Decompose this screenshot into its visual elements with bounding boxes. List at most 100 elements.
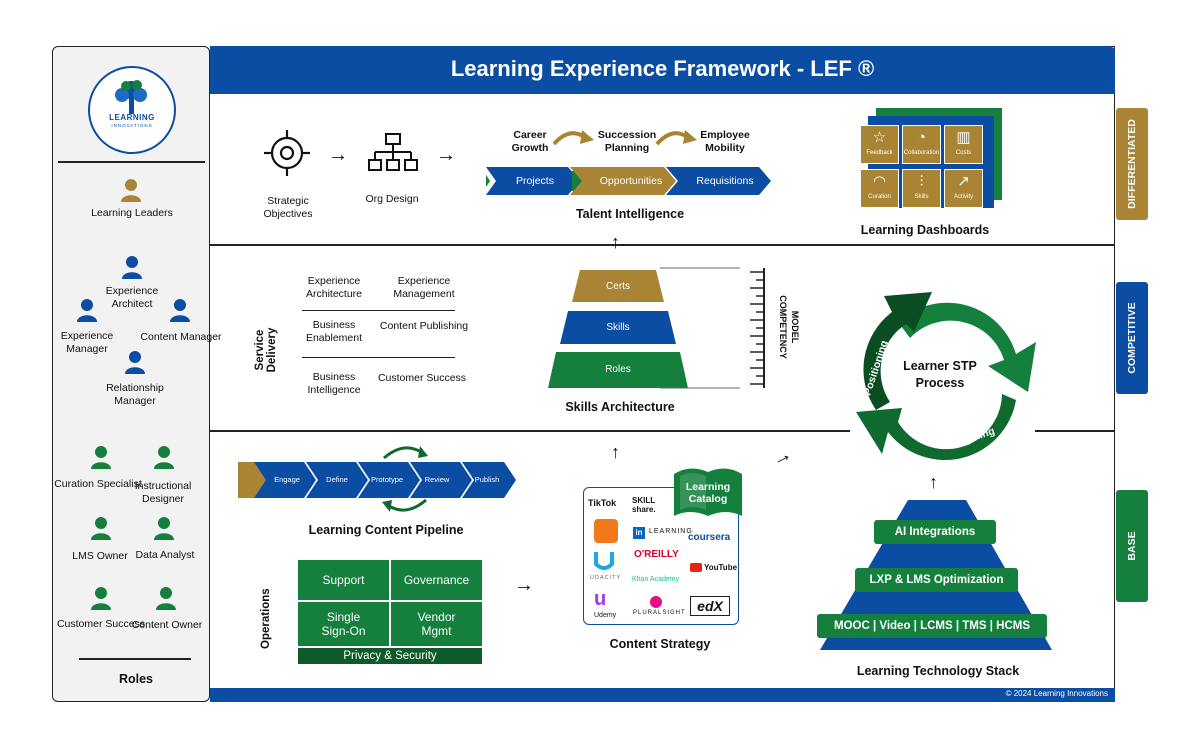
strategic-objectives-label: Strategic Objectives [263,195,313,220]
provider-khan-academy: Khan Academy [632,576,680,583]
skills-architecture-title: Skills Architecture [565,400,675,414]
content-manager-person-icon [170,299,190,322]
provider-youtube: YouTube [704,563,738,572]
arrow-up-icon: ↑ [611,442,620,462]
youtube-icon [690,563,702,572]
competency-label: COMPETENCY [778,295,788,359]
sd-divider [302,310,455,311]
provider-udacity: UDACITY [590,575,622,581]
sd-content-publishing: Content Publishing [379,320,469,332]
pyramid-certs: Certs [606,281,630,292]
pipeline-chevrons [238,462,516,498]
copyright: © 2024 Learning Innovations [1005,689,1108,698]
talent-chevron-strip [486,167,771,195]
book-icon [674,468,742,516]
role-instructional-designer: Instructional Designer [134,480,192,505]
tile-feedback: ☆Feedback [860,125,899,164]
separator-2a [210,430,850,432]
service-delivery-label: Service Delivery [254,327,278,373]
succession-planning-label: Succession Planning [597,129,657,154]
role-content-owner: Content Owner [131,619,203,631]
role-customer-success: Customer Success [56,618,146,630]
learning-dashboards-title: Learning Dashboards [860,223,990,237]
gauge-icon: ◠ [872,173,887,190]
curved-arrow-icon [655,130,697,146]
tree-icon [115,80,147,114]
op-support: Support [297,559,390,601]
chevron-projects: Projects [516,175,554,187]
sd-customer-success: Customer Success [377,372,467,384]
sd-business-intelligence: Business Intelligence [307,371,361,396]
provider-linkedin-learning: LEARNING [649,528,693,535]
customer-success-person-icon [91,587,111,610]
designer-person-icon [154,446,174,469]
role-curation-specialist: Curation Specialist [54,478,142,490]
role-data-analyst: Data Analyst [135,549,195,561]
org-chart-icon [368,133,418,171]
role-relationship-manager: Relationship Manager [106,382,164,407]
arrow-right-icon: → [328,144,348,166]
skills-pyramid [548,270,688,388]
logo-subtitle: INNOVATIONS [111,123,153,128]
chevron-opportunities: Opportunities [599,175,663,187]
learning-content-pipeline-title: Learning Content Pipeline [308,523,464,537]
pipeline-publish: Publish [474,475,500,484]
catalog-line2: Catalog [688,493,728,505]
exp-manager-person-icon [77,299,97,322]
tech-lxp-lms-optimization: LXP & LMS Optimization [855,568,1018,592]
pie-chart-icon: ◔ [916,129,927,146]
provider-skillshare: SKILL share. [632,496,656,514]
relationship-person-icon [125,351,145,374]
op-single-sign-on: Single Sign-On [297,601,390,647]
tile-curation: ◠Curation [860,169,899,208]
sd-experience-management: Experience Management [393,275,455,300]
roles-divider-bottom [79,658,191,660]
curation-person-icon [91,446,111,469]
sliders-icon: ⫶ [919,173,924,190]
org-design-label: Org Design [365,193,419,205]
provider-app-logo [594,519,618,543]
pipeline-prototype: Prototype [370,475,404,484]
pyramid-skills: Skills [606,322,630,333]
tech-ai-integrations: AI Integrations [874,520,996,544]
architect-person-icon [122,256,142,279]
leader-person-icon [121,179,141,202]
provider-coursera: coursera [688,532,731,543]
feedback-icon: ☆ [872,129,887,146]
role-experience-manager: Experience Manager [60,330,114,355]
role-content-manager: Content Manager [140,331,222,343]
roles-panel [52,46,210,702]
tile-activity: ↗Activity [944,169,983,208]
target-icon [264,130,310,176]
dashboard-grid: ☆Feedback ◔Collaboration ▥Costs ◠Curatio… [860,125,986,215]
provider-udemy: Udemy [594,612,617,619]
title-bar [210,46,1115,94]
roles-title: Roles [118,672,154,686]
cycle-arrow-icon [383,446,428,460]
tier-differentiated: DIFFERENTIATED [1116,108,1148,220]
role-lms-owner: LMS Owner [72,550,128,562]
udacity-icon [594,552,614,570]
tile-costs: ▥Costs [944,125,983,164]
talent-intelligence-title: Talent Intelligence [575,207,685,221]
page-title: Learning Experience Framework - LEF ® [450,56,875,81]
udemy-icon: u [594,588,607,610]
logo-name: LEARNING [109,113,155,122]
operations-label: Operations [260,588,272,649]
trend-icon: ↗ [957,173,970,190]
separator-1 [210,244,1115,246]
tile-collaboration: ◔Collaboration [902,125,941,164]
stp-center-line2: Process [915,376,965,390]
analyst-person-icon [154,517,174,540]
sd-experience-architecture: Experience Architecture [305,275,363,300]
curved-arrow-icon [552,130,594,146]
tier-base: BASE [1116,490,1148,602]
arrow-right-icon: → [436,144,456,166]
linkedin-icon: in [633,527,645,539]
separator-2b [1035,430,1115,432]
provider-edx: edX [690,596,730,616]
stp-cycle-diagram [856,292,1036,461]
stp-center-line1: Learner STP [903,359,977,373]
competency-ruler [660,267,765,389]
lms-owner-person-icon [91,517,111,540]
